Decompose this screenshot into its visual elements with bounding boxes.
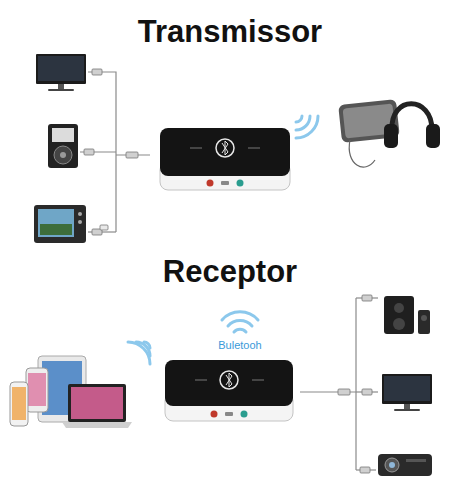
wireless-waves xyxy=(296,116,318,138)
section-heading: Receptor xyxy=(163,254,297,290)
speaker-icon xyxy=(338,99,400,167)
bluetooth-device xyxy=(165,360,293,421)
mp3-player-icon xyxy=(48,124,78,168)
signal-symbol xyxy=(222,312,258,332)
tv-icon xyxy=(34,205,86,243)
bluetooth-device xyxy=(160,128,290,190)
monitor-icon xyxy=(382,374,432,411)
speaker-system-icon xyxy=(384,296,430,334)
projector-icon xyxy=(378,454,432,476)
monitor-icon xyxy=(36,54,86,91)
bluetooth-label: Buletooh xyxy=(218,339,261,352)
section-heading: Transmissor xyxy=(138,14,322,50)
cable-bus xyxy=(300,298,378,470)
cable-bus xyxy=(80,72,150,232)
mobile-devices-icon xyxy=(10,356,132,428)
wireless-waves xyxy=(128,342,150,364)
cable-plug xyxy=(338,295,372,473)
cable-plug xyxy=(84,69,138,235)
headphones-icon xyxy=(384,104,440,148)
